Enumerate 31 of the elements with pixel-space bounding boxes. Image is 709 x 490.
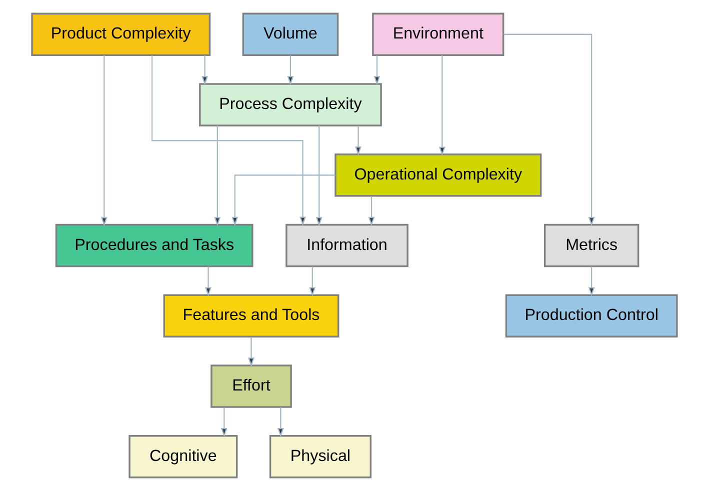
arrow [248,336,254,366]
arrow [504,33,595,226]
node-box: Environment [372,12,504,56]
node-box: Operational Complexity [334,153,542,196]
arrow [220,406,228,437]
node-box: Procedures and Tasks [55,223,254,267]
arrow [309,266,316,296]
node-box: Features and Tools [163,294,340,337]
arrow [205,266,212,296]
node-box: Information [286,223,408,267]
arrow [355,125,362,156]
arrow [588,266,595,296]
node-box: Metrics [544,223,640,267]
arrow [232,174,336,226]
node-box: Cognitive [128,434,238,478]
arrow [100,54,108,226]
arrow [368,196,375,226]
arrow [277,406,284,437]
node-box: Process Complexity [199,82,382,126]
arrow [287,55,294,85]
arrow [438,54,446,156]
arrow [316,125,322,226]
arrow [214,125,221,226]
arrow [151,54,306,226]
node-box: Product Complexity [31,12,211,56]
arrow [374,55,380,85]
node-box: Volume [242,12,339,56]
node-box: Production Control [505,294,678,337]
node-box: Effort [210,364,292,408]
arrow [202,55,208,85]
node-box: Physical [269,434,372,478]
